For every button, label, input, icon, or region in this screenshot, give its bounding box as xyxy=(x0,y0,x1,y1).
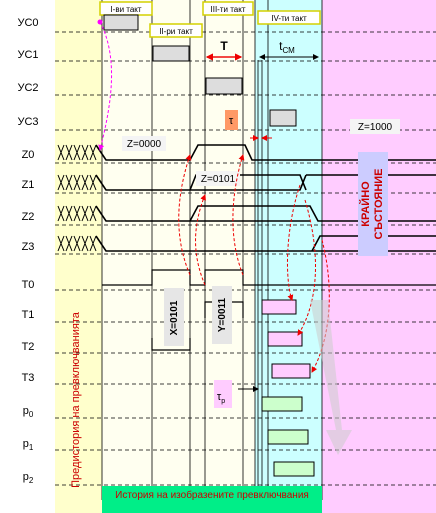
causal-arrows xyxy=(98,21,330,373)
p2-pulse xyxy=(273,461,315,477)
tau-label: τ xyxy=(229,115,234,127)
z-1000-label: Z=1000 xyxy=(358,122,393,133)
row-label-z3: Z3 xyxy=(22,241,35,253)
yc3-pulse xyxy=(269,109,297,127)
history-label: История на изобразените превключвания xyxy=(115,489,309,501)
yc1-pulse xyxy=(152,45,190,62)
row-label-p0: p0 xyxy=(23,405,34,419)
yc2-pulse xyxy=(205,77,243,95)
z-signals xyxy=(57,144,436,252)
tact4-label: IV-ти такт xyxy=(271,14,307,23)
z1-line xyxy=(95,174,307,191)
row-label-yc1: УС1 xyxy=(17,49,38,61)
label-column xyxy=(0,0,55,513)
time-gridlines xyxy=(101,0,323,500)
tau-marker: τ xyxy=(225,110,272,141)
tau-p-marker: τp xyxy=(214,380,259,408)
row-label-z1: Z1 xyxy=(22,179,35,191)
t1-pulse xyxy=(261,299,297,315)
prehistory-region xyxy=(55,0,102,513)
row-label-t1: T1 xyxy=(22,309,35,321)
history-bar xyxy=(102,486,322,513)
row-label-p1: p1 xyxy=(23,438,34,452)
interval-T-label: T xyxy=(220,39,228,53)
row-label-yc2: УС2 xyxy=(17,82,38,94)
p1-pulse xyxy=(267,429,309,445)
control-pulses xyxy=(103,14,297,127)
row-label-t2: T2 xyxy=(22,341,35,353)
tact1-label: I-ви такт xyxy=(110,5,141,14)
tact2-label: II-ри такт xyxy=(159,27,193,36)
row-labels: УС0 УС1 УС2 УС3 Z0 Z1 Z2 Z3 T0 T1 T2 T3 … xyxy=(17,17,38,485)
row-label-t3: T3 xyxy=(22,372,35,384)
z-value-labels: Z=0000 Z=0101 Z=1000 xyxy=(122,119,400,186)
p0-pulse xyxy=(261,396,303,412)
xy-labels: X=0101 Y=0011 xyxy=(164,286,232,346)
history-region xyxy=(102,0,255,513)
row-label-yc0: УС0 xyxy=(17,17,38,29)
tact-labels: I-ви такт II-ри такт III-ти такт IV-ти т… xyxy=(99,1,321,38)
t3-pulse xyxy=(271,363,311,379)
t-row-pulses xyxy=(261,299,315,477)
interval-markers: T tСМ xyxy=(205,39,319,61)
grey-direction-arrow xyxy=(310,300,352,455)
row-label-p2: p2 xyxy=(23,471,34,485)
z2-line xyxy=(95,205,436,222)
row-label-z2: Z2 xyxy=(22,211,35,223)
z0-line xyxy=(95,144,436,161)
final-state-line1: КРАЙНО xyxy=(359,181,372,227)
y-0011-label: Y=0011 xyxy=(217,297,228,332)
yc0-pulse xyxy=(103,14,139,31)
tau-p-label: τp xyxy=(217,391,225,405)
tact4-region xyxy=(255,0,322,513)
x-0101-label: X=0101 xyxy=(169,300,180,335)
final-state-box: КРАЙНО СЪСТОЯНИЕ xyxy=(358,152,388,256)
row-label-t0: T0 xyxy=(22,279,35,291)
tact3-label: III-ти такт xyxy=(211,5,246,14)
z-0000-label: Z=0000 xyxy=(127,139,162,150)
z-0101-label: Z=0101 xyxy=(201,174,236,185)
final-state-line2: СЪСТОЯНИЕ xyxy=(373,169,385,240)
row-label-yc3: УС3 xyxy=(17,116,38,128)
start-dot xyxy=(97,19,103,25)
row-label-z0: Z0 xyxy=(22,149,35,161)
interval-tcm-label: tСМ xyxy=(279,39,295,55)
t2-pulse xyxy=(267,331,303,347)
prehistory-label: Предистория на превключванията xyxy=(70,311,82,488)
